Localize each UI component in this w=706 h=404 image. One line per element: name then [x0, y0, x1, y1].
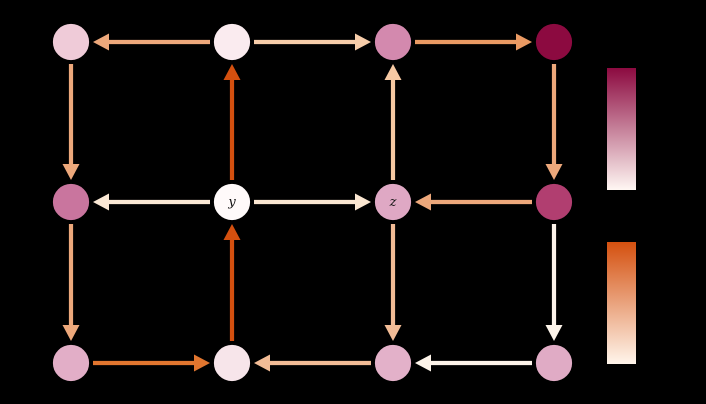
node-colorbar: [607, 68, 636, 190]
node-circle[interactable]: [52, 183, 90, 221]
node-label: z: [389, 195, 397, 210]
graph-edge: [93, 193, 210, 211]
node-circle[interactable]: [213, 183, 251, 221]
graph-node[interactable]: [374, 23, 412, 61]
graph-node[interactable]: [213, 23, 251, 61]
graph-edge: [384, 64, 402, 180]
node-circle[interactable]: [213, 344, 251, 382]
node-circle[interactable]: [374, 183, 412, 221]
graph-edge: [254, 193, 371, 211]
graph-edge: [254, 354, 371, 372]
node-circle[interactable]: [535, 23, 573, 61]
node-circle[interactable]: [52, 23, 90, 61]
graph-node[interactable]: [213, 344, 251, 382]
graph-node[interactable]: [374, 344, 412, 382]
graph-edge: [93, 33, 210, 51]
graph-edge: [545, 224, 563, 341]
node-colorbar-gradient: [607, 68, 636, 190]
graph-edge: [223, 224, 241, 341]
graph-node[interactable]: [52, 23, 90, 61]
graph-edge: [62, 64, 80, 180]
node-label: y: [227, 195, 236, 210]
edges-layer: [62, 33, 563, 372]
node-circle[interactable]: [52, 344, 90, 382]
graph-node-z[interactable]: z: [374, 183, 412, 221]
graph-edge: [384, 224, 402, 341]
node-circle[interactable]: [535, 183, 573, 221]
graph-node[interactable]: [535, 344, 573, 382]
edge-colorbar-gradient: [607, 242, 636, 364]
node-circle[interactable]: [535, 344, 573, 382]
graph-edge: [62, 224, 80, 341]
graph-node-y[interactable]: y: [213, 183, 251, 221]
graph-edge: [415, 33, 532, 51]
graph-edge: [93, 354, 210, 372]
node-circle[interactable]: [213, 23, 251, 61]
graph-edge: [415, 354, 532, 372]
graph-edge: [415, 193, 532, 211]
graph-node[interactable]: [52, 344, 90, 382]
node-circle[interactable]: [374, 23, 412, 61]
graph-edge: [545, 64, 563, 180]
graph-edge: [223, 64, 241, 180]
graph-node[interactable]: [535, 183, 573, 221]
graph-edge: [254, 33, 371, 51]
graph-node[interactable]: [535, 23, 573, 61]
graph-node[interactable]: [52, 183, 90, 221]
node-circle[interactable]: [374, 344, 412, 382]
edge-colorbar: [607, 242, 636, 364]
